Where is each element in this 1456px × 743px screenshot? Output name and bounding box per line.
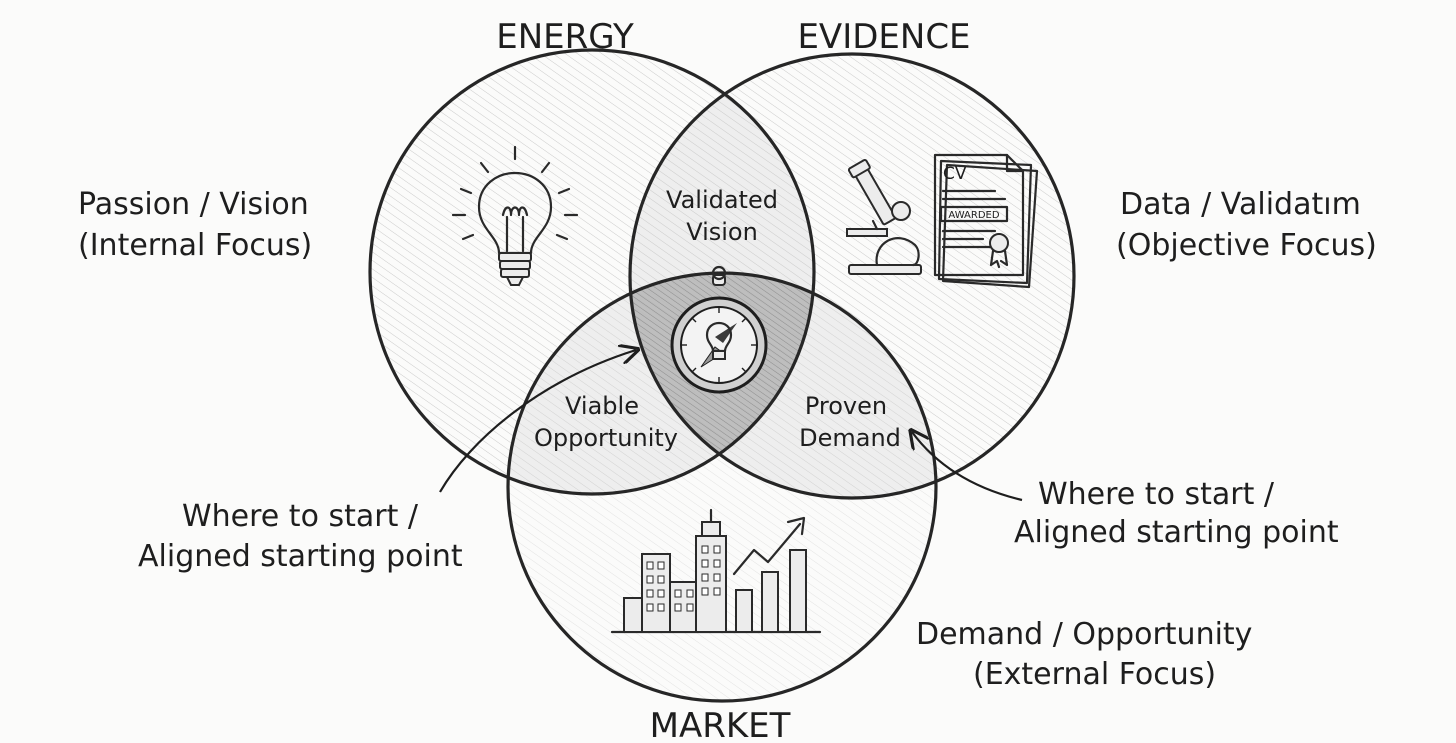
left-arrow <box>439 350 636 493</box>
microscope-icon <box>846 159 922 275</box>
cv-document-icon: CV AWARDED <box>933 153 1039 289</box>
compass-icon <box>670 265 768 394</box>
market-description-line2: (External Focus) <box>973 657 1216 692</box>
right-annotation-line2: Aligned starting point <box>1014 515 1339 550</box>
energy-description-line1: Passion / Vision <box>78 187 309 222</box>
lightbulb-icon <box>451 145 579 286</box>
energy-description-line2: (Internal Focus) <box>78 228 312 263</box>
evidence-title: EVIDENCE <box>797 17 970 57</box>
left-annotation-line2: Aligned starting point <box>138 539 463 574</box>
right-annotation-line1: Where to start / <box>1038 477 1275 512</box>
validated-vision-label-line2: Vision <box>686 218 758 246</box>
city-growth-chart-icon <box>610 508 822 634</box>
viable-opportunity-label-line2: Opportunity <box>534 424 678 452</box>
left-annotation-line1: Where to start / <box>182 499 419 534</box>
evidence-description-line2: (Objective Focus) <box>1116 228 1377 263</box>
energy-title: ENERGY <box>496 17 634 57</box>
cv-label: CV <box>943 164 967 184</box>
proven-demand-label-line1: Proven <box>805 392 887 420</box>
evidence-description-line1: Data / Validatım <box>1120 187 1361 222</box>
awarded-stamp: AWARDED <box>948 210 999 221</box>
market-title: MARKET <box>650 706 791 743</box>
validated-vision-label-line1: Validated <box>666 186 778 214</box>
evidence-circle <box>628 52 1076 500</box>
proven-demand-label-line2: Demand <box>799 424 901 452</box>
market-circle <box>506 271 938 703</box>
energy-circle <box>368 48 816 496</box>
viable-opportunity-label-line1: Viable <box>565 392 639 420</box>
right-arrow <box>912 432 1023 502</box>
market-description-line1: Demand / Opportunity <box>916 617 1252 652</box>
